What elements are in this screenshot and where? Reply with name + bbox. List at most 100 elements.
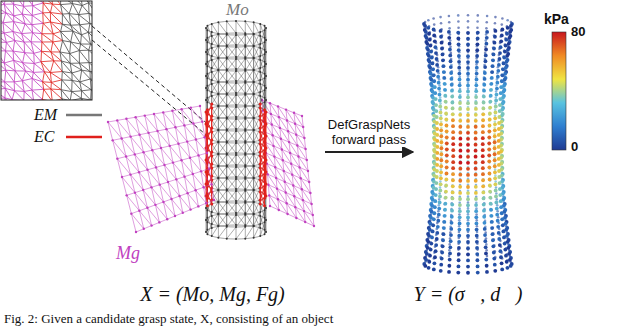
object-mesh-node bbox=[253, 141, 255, 143]
gripper-mesh-node bbox=[142, 189, 144, 191]
object-mesh-node bbox=[264, 85, 266, 87]
object-mesh-node bbox=[259, 127, 262, 130]
stress-mesh-node bbox=[493, 158, 497, 162]
gripper-mesh-node bbox=[289, 152, 291, 154]
stress-mesh bbox=[422, 14, 514, 275]
colorbar-unit: kPa bbox=[544, 11, 569, 27]
object-mesh-node bbox=[235, 178, 237, 180]
stress-mesh-node bbox=[444, 106, 448, 110]
object-mesh-node bbox=[264, 41, 266, 43]
stress-mesh-node bbox=[448, 42, 452, 46]
stress-mesh-node bbox=[485, 249, 488, 252]
object-mesh-node bbox=[226, 104, 228, 106]
stress-mesh-node bbox=[500, 261, 504, 265]
gripper-mesh-node bbox=[206, 152, 208, 154]
stress-mesh-node bbox=[452, 149, 455, 152]
object-mesh-node bbox=[235, 92, 237, 94]
legend-line bbox=[64, 132, 104, 142]
stress-mesh-node bbox=[443, 202, 447, 206]
stress-mesh-node bbox=[466, 72, 470, 76]
object-mesh-node bbox=[211, 83, 213, 85]
object-mesh-node bbox=[259, 199, 262, 202]
stress-mesh-node bbox=[451, 172, 455, 176]
object-mesh-node bbox=[217, 141, 219, 143]
gripper-mesh-node bbox=[304, 221, 306, 223]
gripper-mesh-node bbox=[146, 207, 148, 209]
stress-mesh-node bbox=[483, 77, 487, 81]
stress-mesh-node bbox=[432, 79, 436, 83]
gripper-mesh-node bbox=[169, 145, 171, 147]
stress-mesh-node bbox=[449, 233, 453, 237]
stress-mesh-node bbox=[445, 171, 449, 175]
stress-mesh-node bbox=[432, 73, 436, 77]
stress-mesh-node bbox=[475, 78, 479, 82]
stress-mesh-node bbox=[439, 128, 443, 132]
object-mesh-node bbox=[244, 188, 246, 190]
stress-mesh-node bbox=[466, 234, 470, 238]
object-mesh-node bbox=[210, 139, 213, 142]
stress-mesh-node bbox=[441, 238, 445, 242]
gripper-mesh-node bbox=[154, 204, 156, 206]
stress-mesh-node bbox=[432, 33, 436, 37]
stress-mesh-node bbox=[434, 243, 438, 247]
stress-mesh-node bbox=[490, 70, 494, 74]
stress-mesh-node bbox=[458, 101, 462, 105]
object-mesh-node bbox=[265, 63, 267, 65]
gripper-mesh-node bbox=[287, 130, 289, 132]
object-mesh-node bbox=[264, 73, 266, 75]
stress-mesh-node bbox=[439, 158, 443, 162]
stress-mesh-node bbox=[433, 199, 437, 203]
stress-mesh-node bbox=[458, 219, 461, 222]
stress-mesh-node bbox=[435, 182, 438, 185]
gripper-mesh-node bbox=[116, 157, 118, 159]
stress-mesh-node bbox=[447, 270, 451, 274]
stress-mesh-node bbox=[466, 240, 470, 244]
object-mesh-node bbox=[235, 142, 237, 144]
stress-mesh-node bbox=[439, 16, 442, 19]
stress-mesh-node bbox=[448, 48, 452, 52]
stress-mesh-node bbox=[498, 110, 501, 113]
stress-mesh-node bbox=[475, 222, 479, 226]
gripper-mesh-node bbox=[291, 173, 293, 175]
stress-mesh-node bbox=[505, 260, 509, 264]
gripper-mesh bbox=[107, 105, 215, 233]
object-mesh-node bbox=[263, 120, 266, 123]
object-mesh-node bbox=[235, 56, 237, 58]
stress-mesh-node bbox=[440, 47, 444, 51]
stress-mesh-node bbox=[488, 112, 492, 116]
stress-mesh-node bbox=[435, 104, 438, 107]
object-mesh-node bbox=[263, 144, 266, 147]
stress-mesh-node bbox=[474, 149, 478, 153]
stress-mesh-node bbox=[448, 245, 452, 249]
stress-mesh-node bbox=[457, 240, 461, 244]
stress-mesh-node bbox=[435, 237, 439, 241]
stress-mesh-node bbox=[497, 157, 501, 161]
stress-mesh-node bbox=[474, 107, 478, 111]
stress-mesh-node bbox=[474, 209, 478, 213]
stress-mesh-node bbox=[497, 151, 501, 155]
stress-mesh-node bbox=[435, 139, 439, 143]
stress-mesh-node bbox=[489, 94, 493, 98]
stress-mesh-node bbox=[444, 184, 448, 188]
object-mesh-node bbox=[235, 20, 237, 22]
stress-mesh-node bbox=[459, 137, 463, 141]
stress-mesh-node bbox=[484, 245, 488, 249]
gripper-mesh-node bbox=[284, 181, 286, 183]
stress-mesh-node bbox=[493, 152, 497, 156]
stress-mesh-node bbox=[448, 252, 452, 256]
stress-mesh-node bbox=[493, 164, 497, 168]
stress-mesh-node bbox=[448, 15, 451, 18]
stress-mesh-node bbox=[451, 190, 455, 194]
stress-mesh-node bbox=[430, 56, 434, 60]
object-mesh-node bbox=[206, 37, 208, 39]
object-mesh-node bbox=[206, 192, 209, 195]
gripper-mesh-node bbox=[269, 102, 271, 104]
object-mesh-node bbox=[211, 79, 213, 81]
stress-mesh-node bbox=[459, 161, 463, 165]
stress-mesh-node bbox=[444, 100, 448, 104]
object-mesh-node bbox=[217, 129, 219, 131]
stress-mesh-node bbox=[451, 107, 455, 111]
stress-mesh-node bbox=[483, 227, 487, 231]
stress-mesh-node bbox=[489, 100, 493, 104]
stress-mesh-node bbox=[466, 43, 470, 47]
